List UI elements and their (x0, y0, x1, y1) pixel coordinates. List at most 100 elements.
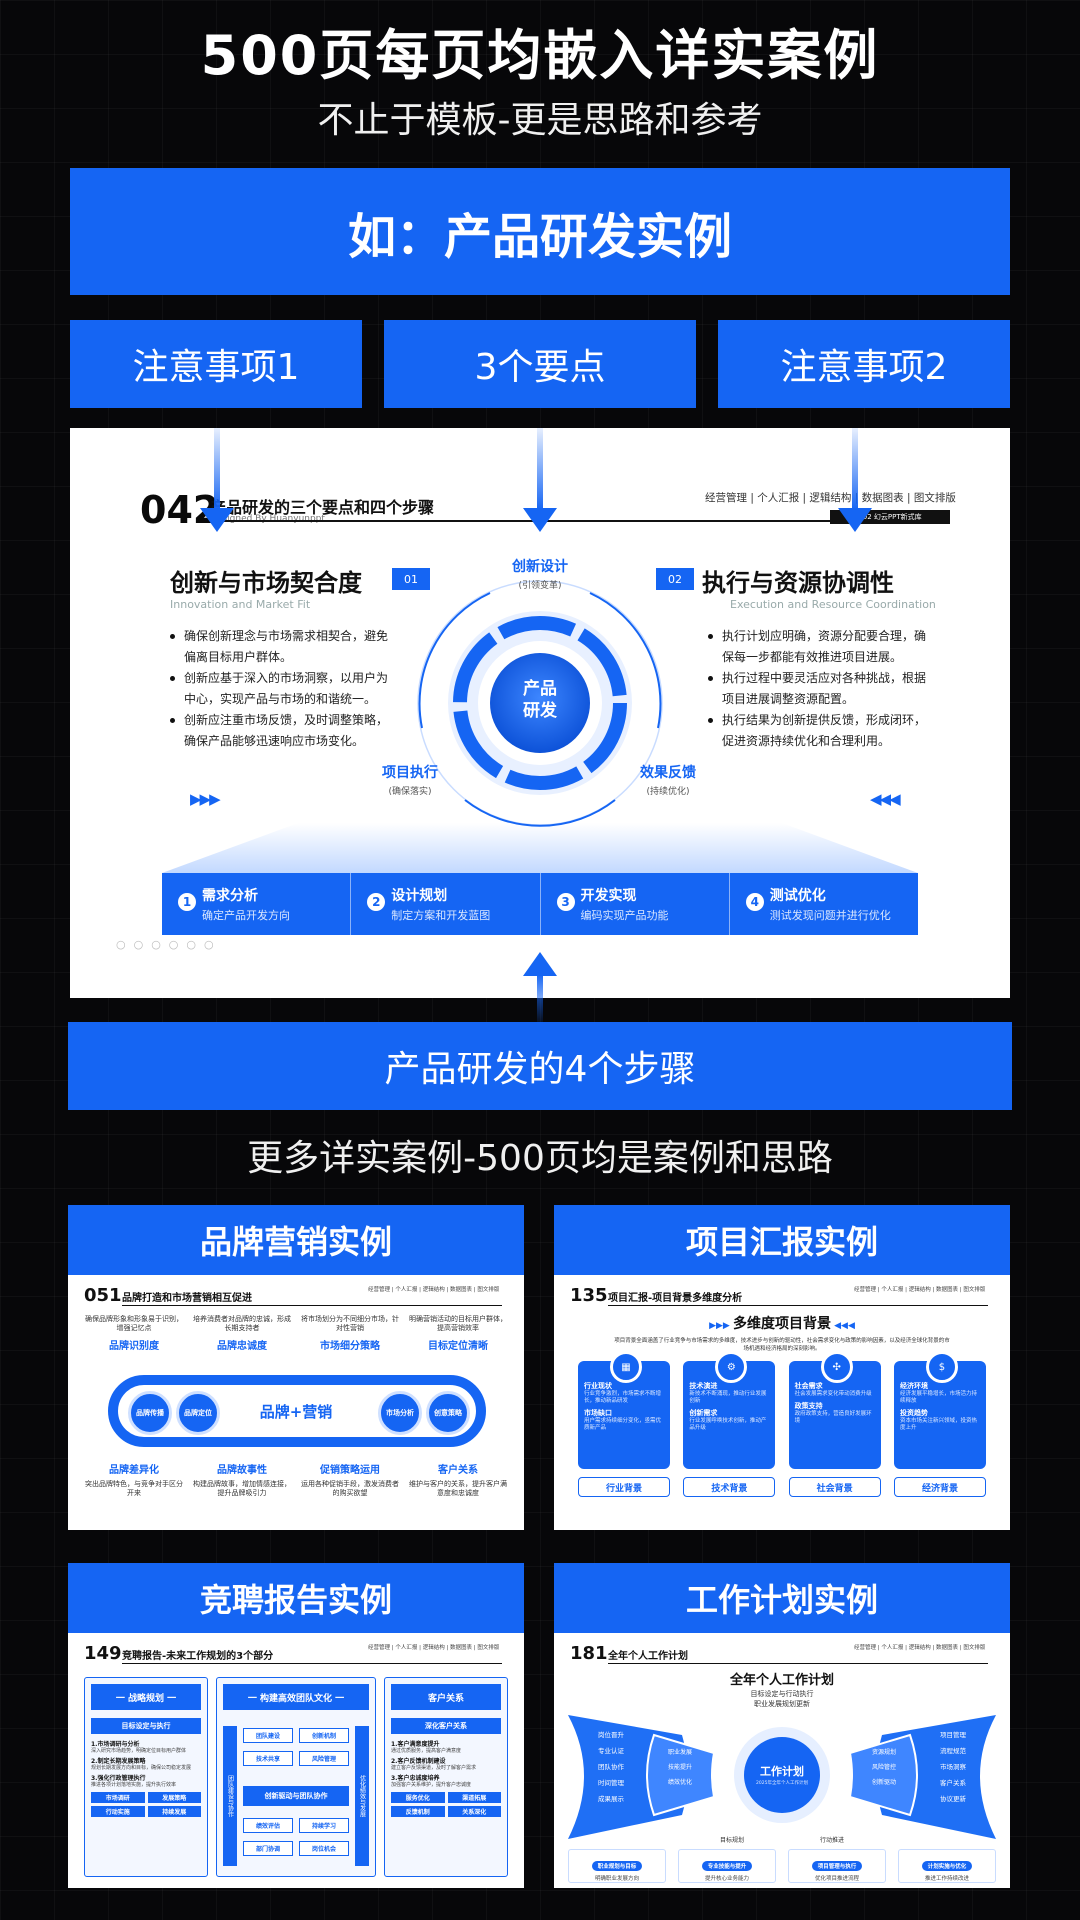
brand-top-item: 将市场划分为不同细分市场，针对性营销市场细分策略 (300, 1315, 400, 1352)
plan-sub1: 目标设定与行动执行 (750, 1690, 814, 1698)
compete-grid-item: 持续学习 (299, 1818, 349, 1833)
brand-label: 品牌差异化 (109, 1465, 159, 1476)
plan-footer-badge: 项目管理与执行 (811, 1861, 863, 1871)
plan-footer-text: 明确职业发展方向 (594, 1876, 639, 1882)
plan-item: 团队协作 (598, 1763, 624, 1771)
step-number: 3 (556, 893, 575, 911)
label-key-points: 3个要点 (384, 320, 696, 408)
label-note-1: 注意事项1 (70, 320, 362, 408)
plan-big-title: 全年个人工作计划 (729, 1673, 834, 1688)
cycle-sub: (持续优化) (646, 787, 690, 797)
center-line-2: 研发 (523, 701, 557, 721)
cycle-title: 效果反馈 (640, 765, 696, 781)
cycle-label-design: 创新设计 (引领变革) (490, 556, 590, 591)
brand-top-item: 确保品牌形象和形象易于识别，增强记忆点品牌识别度 (84, 1315, 184, 1352)
card-header-line (122, 1305, 502, 1306)
project-col: ⚙ 技术演进 新技术不断涌现，推动行业发展创新 创新需求 行业发展呼唤技术创新，… (683, 1351, 776, 1497)
card-title: 项目汇报实例 (685, 1223, 878, 1261)
compete-grid-item: 技术共享 (243, 1751, 293, 1766)
step-3: 3 开发实现编码实现产品功能 (539, 873, 729, 935)
plan-arrows: 目标规划 行动推进 (682, 1835, 882, 1844)
brand-top-row: 确保品牌形象和形象易于识别，增强记忆点品牌识别度 培养消费者对品牌的忠诚，形成长… (84, 1315, 508, 1352)
plan-right-inner-items: 资源规划 风险管控 创新驱动 (856, 1745, 912, 1790)
card-title: 品牌营销实例 (199, 1223, 392, 1261)
cycle-arc (464, 799, 616, 827)
right-point: 执行计划应明确，资源分配要合理，确保每一步都能有效推进项目进展。 (706, 626, 928, 668)
compete-btn: 持续发展 (147, 1806, 201, 1817)
slide-nav: 经营管理 | 个人汇报 | 逻辑结构 | 数据图表 | 图文排版 (705, 492, 956, 504)
step-4: 4 测试优化测试发现问题并进行优化 (728, 873, 918, 935)
arrow-shaft (214, 428, 220, 510)
arrow-up-icon (523, 952, 557, 976)
brand-bottom-item: 品牌差异化突出品牌特色，与竞争对手区分开来 (84, 1461, 184, 1498)
step-title: 需求分析 (202, 888, 258, 904)
card-slide-number: 181 (570, 1643, 608, 1664)
right-points: 执行计划应明确，资源分配要合理，确保每一步都能有效推进项目进展。 执行过程中要灵… (706, 626, 928, 752)
plan-item: 流程规范 (940, 1747, 966, 1755)
step-1: 1 需求分析确定产品开发方向 (162, 873, 350, 935)
card-slide: 181 全年个人工作计划 经营管理 | 个人汇报 | 逻辑结构 | 数据图表 |… (554, 1633, 1010, 1888)
brand-bottom-row: 品牌差异化突出品牌特色，与竞争对手区分开来 品牌故事性构建品牌故事，增加情感连接… (84, 1461, 508, 1498)
brand-top-item: 培养消费者对品牌的忠诚，形成长期支持者品牌忠诚度 (192, 1315, 292, 1352)
compete-btn: 市场调研 (91, 1792, 145, 1803)
compete-btn: 行动实施 (91, 1806, 145, 1817)
arrow-shaft (537, 974, 543, 1022)
compete-btn: 发展策略 (147, 1792, 201, 1803)
project-h1: 技术演进 (689, 1382, 718, 1390)
plan-item: 市场洞察 (940, 1763, 966, 1771)
more-examples-text: 更多详实案例-500页均是案例和思路 (247, 1138, 833, 1179)
cycle-sub: (引领变革) (518, 581, 562, 591)
step-number: 1 (178, 893, 196, 911)
compete-items: 1.客户满意度提升 通过优质服务，提高客户满意度 2.客户反馈机制建设 建立客户… (391, 1739, 501, 1788)
left-points: 确保创新理念与市场需求相契合，避免偏离目标用户群体。 创新应基于深入的市场洞察，… (168, 626, 396, 752)
plan-inner-item: 创新驱动 (871, 1779, 896, 1786)
compete-btn: 渠道拓展 (447, 1792, 501, 1803)
step-sub: 编码实现产品功能 (580, 909, 669, 922)
left-arrows-icon: ◀◀◀ (831, 1321, 855, 1331)
right-point: 执行过程中要灵活应对各种挑战，根据项目进展调整资源配置。 (706, 668, 928, 710)
page-title: 500页每页均嵌入详实案例 (200, 23, 880, 87)
arrow-shaft (537, 428, 543, 510)
plan-bowtie (568, 1715, 996, 1839)
cycle-sub: (确保落实) (388, 787, 432, 797)
project-t2: 行业发展呼唤技术创新，推动产品升级 (689, 1418, 767, 1431)
compete-col-title: 客户关系 (391, 1684, 501, 1710)
social-icons: ○○○○○○ (116, 938, 222, 951)
step-sub: 测试发现问题并进行优化 (769, 909, 891, 922)
plan-right-wing-label: 行动执行 (844, 1753, 851, 1777)
compete-item: 推进各项计划落地实施，提升执行效率 (91, 1782, 177, 1788)
project-btn: 社会背景 (788, 1477, 881, 1497)
card-slide-nav: 经营管理 | 个人汇报 | 逻辑结构 | 数据图表 | 图文排版 (368, 1287, 500, 1293)
segmented-ring (453, 616, 627, 790)
plan-inner-item: 资源规划 (871, 1749, 896, 1756)
compete-col-title: 一 战略规划 一 (91, 1684, 201, 1710)
brand-label: 促销策略运用 (320, 1465, 380, 1476)
compete-item: 规划长期发展方向和目标，确保公司稳定发展 (91, 1765, 192, 1771)
project-h2: 创新需求 (689, 1409, 718, 1417)
step-sub: 制定方案和开发蓝图 (391, 909, 491, 922)
card-slide-number: 135 (570, 1285, 608, 1306)
left-point: 确保创新理念与市场需求相契合，避免偏离目标用户群体。 (168, 626, 396, 668)
step-2: 2 设计规划制定方案和开发蓝图 (350, 873, 539, 935)
pointer-arrows (200, 428, 872, 532)
brand-desc: 突出品牌特色，与竞争对手区分开来 (85, 1480, 183, 1497)
plan-center-title: 工作计划 (760, 1765, 804, 1778)
project-h2: 市场缺口 (584, 1409, 612, 1417)
project-btn: 行业背景 (578, 1477, 670, 1497)
compete-item: 1.客户满意度提升 (391, 1741, 440, 1748)
plan-arrow-label: 行动推进 (819, 1837, 844, 1844)
card-slide-heading: 品牌打造和市场营销相互促进 (122, 1293, 252, 1304)
step-title: 设计规划 (391, 888, 448, 904)
brand-label: 品牌忠诚度 (217, 1341, 267, 1352)
project-col-box: $ 经济环境 经济发展平稳增长，市场活力持续释放 投资趋势 资本市场关注新兴领域… (893, 1351, 986, 1469)
right-section-en: Execution and Resource Coordination (730, 598, 936, 611)
brand-circle: 品牌定位 (176, 1391, 220, 1435)
left-section-title: 创新与市场契合度 (170, 569, 362, 597)
compete-item: 2.制定长期发展策略 (91, 1758, 146, 1765)
compete-item: 加强客户关系维护，提升客户忠诚度 (391, 1782, 472, 1788)
plan-footer-item: 计划实施与优化 推进工作持续改进 (898, 1849, 996, 1883)
compete-item: 1.市场调研与分析 (91, 1741, 140, 1748)
brand-desc: 维护与客户的关系，提升客户满意度和忠诚度 (409, 1480, 507, 1497)
compete-side-left: 团队建设与协作 (223, 1726, 237, 1866)
left-point: 创新应基于深入的市场洞察，以用户为中心，实现产品与市场的和谐统一。 (168, 668, 396, 710)
